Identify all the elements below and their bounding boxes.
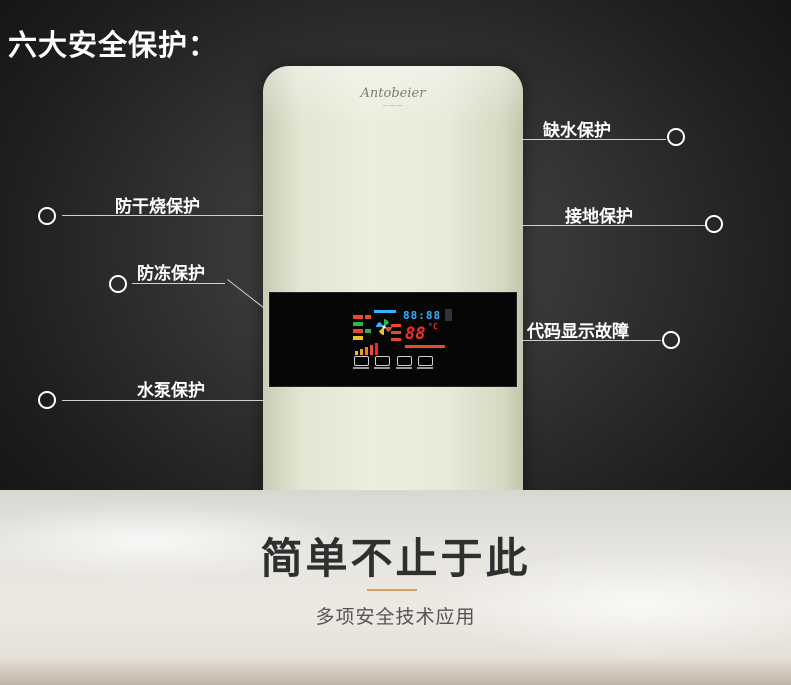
feature-label-pump: 水泵保护 [137, 381, 205, 401]
panel-text [391, 324, 401, 327]
slogan-section: 简单不止于此 多项安全技术应用 [0, 490, 791, 685]
panel-text [405, 345, 445, 348]
feature-label-dry-burn: 防干烧保护 [115, 197, 200, 217]
panel-indicator [353, 315, 363, 319]
panel-text [391, 331, 401, 334]
button-caption [417, 367, 433, 369]
accent-divider [367, 589, 417, 591]
slogan-subtitle: 多项安全技术应用 [315, 606, 476, 628]
panel-text [374, 310, 396, 313]
sky-cloud [0, 500, 340, 580]
sky-cloud [430, 550, 791, 660]
callout-line [132, 283, 225, 284]
mode-button[interactable] [375, 356, 390, 366]
feature-label-water-shortage: 缺水保护 [543, 121, 611, 141]
temperature-display: 88 [405, 324, 426, 344]
callout-line [520, 139, 666, 140]
panel-indicator [353, 329, 363, 333]
brand-logo-mark: ——— [382, 102, 404, 109]
callout-line [520, 340, 661, 341]
panel-indicator [353, 322, 363, 326]
page-title: 六大安全保护： [8, 28, 219, 62]
level-bar [365, 347, 368, 355]
slogan-title: 简单不止于此 [260, 534, 531, 583]
panel-indicator [365, 315, 371, 319]
feature-label-grounding: 接地保护 [565, 207, 633, 227]
panel-indicator [353, 336, 363, 340]
level-bar [355, 351, 358, 355]
panel-indicator [365, 329, 371, 333]
brand-logo: Antobeier [360, 86, 426, 101]
level-bar [370, 345, 373, 355]
callout-dot [109, 275, 127, 293]
product-section: 六大安全保护： Antobeier ——— [0, 0, 791, 490]
down-button[interactable] [418, 356, 433, 366]
level-bar [375, 343, 378, 355]
callout-dot [662, 331, 680, 349]
heater-highlight [263, 66, 523, 126]
level-bar [360, 349, 363, 355]
level-bars [355, 343, 385, 355]
callout-dot [38, 391, 56, 409]
water-heater-image: Antobeier ——— [263, 66, 523, 490]
callout-line [520, 225, 705, 226]
panel-text [391, 338, 401, 341]
callout-dot [705, 215, 723, 233]
panel-text [445, 309, 452, 321]
menu-button[interactable] [354, 356, 369, 366]
time-display: 88:88 [403, 309, 442, 322]
up-button[interactable] [397, 356, 412, 366]
callout-dot [38, 207, 56, 225]
button-caption [396, 367, 412, 369]
fan-icon [376, 319, 392, 335]
button-caption [374, 367, 390, 369]
temperature-unit: °C [428, 322, 438, 331]
feature-label-antifreeze: 防冻保护 [137, 264, 205, 284]
feature-label-error-code: 代码显示故障 [527, 322, 629, 342]
control-panel: 88:88 88 °C [269, 292, 517, 387]
treeline [0, 657, 791, 685]
callout-dot [667, 128, 685, 146]
callout-line [62, 400, 265, 401]
callout-line [62, 215, 265, 216]
button-caption [353, 367, 369, 369]
